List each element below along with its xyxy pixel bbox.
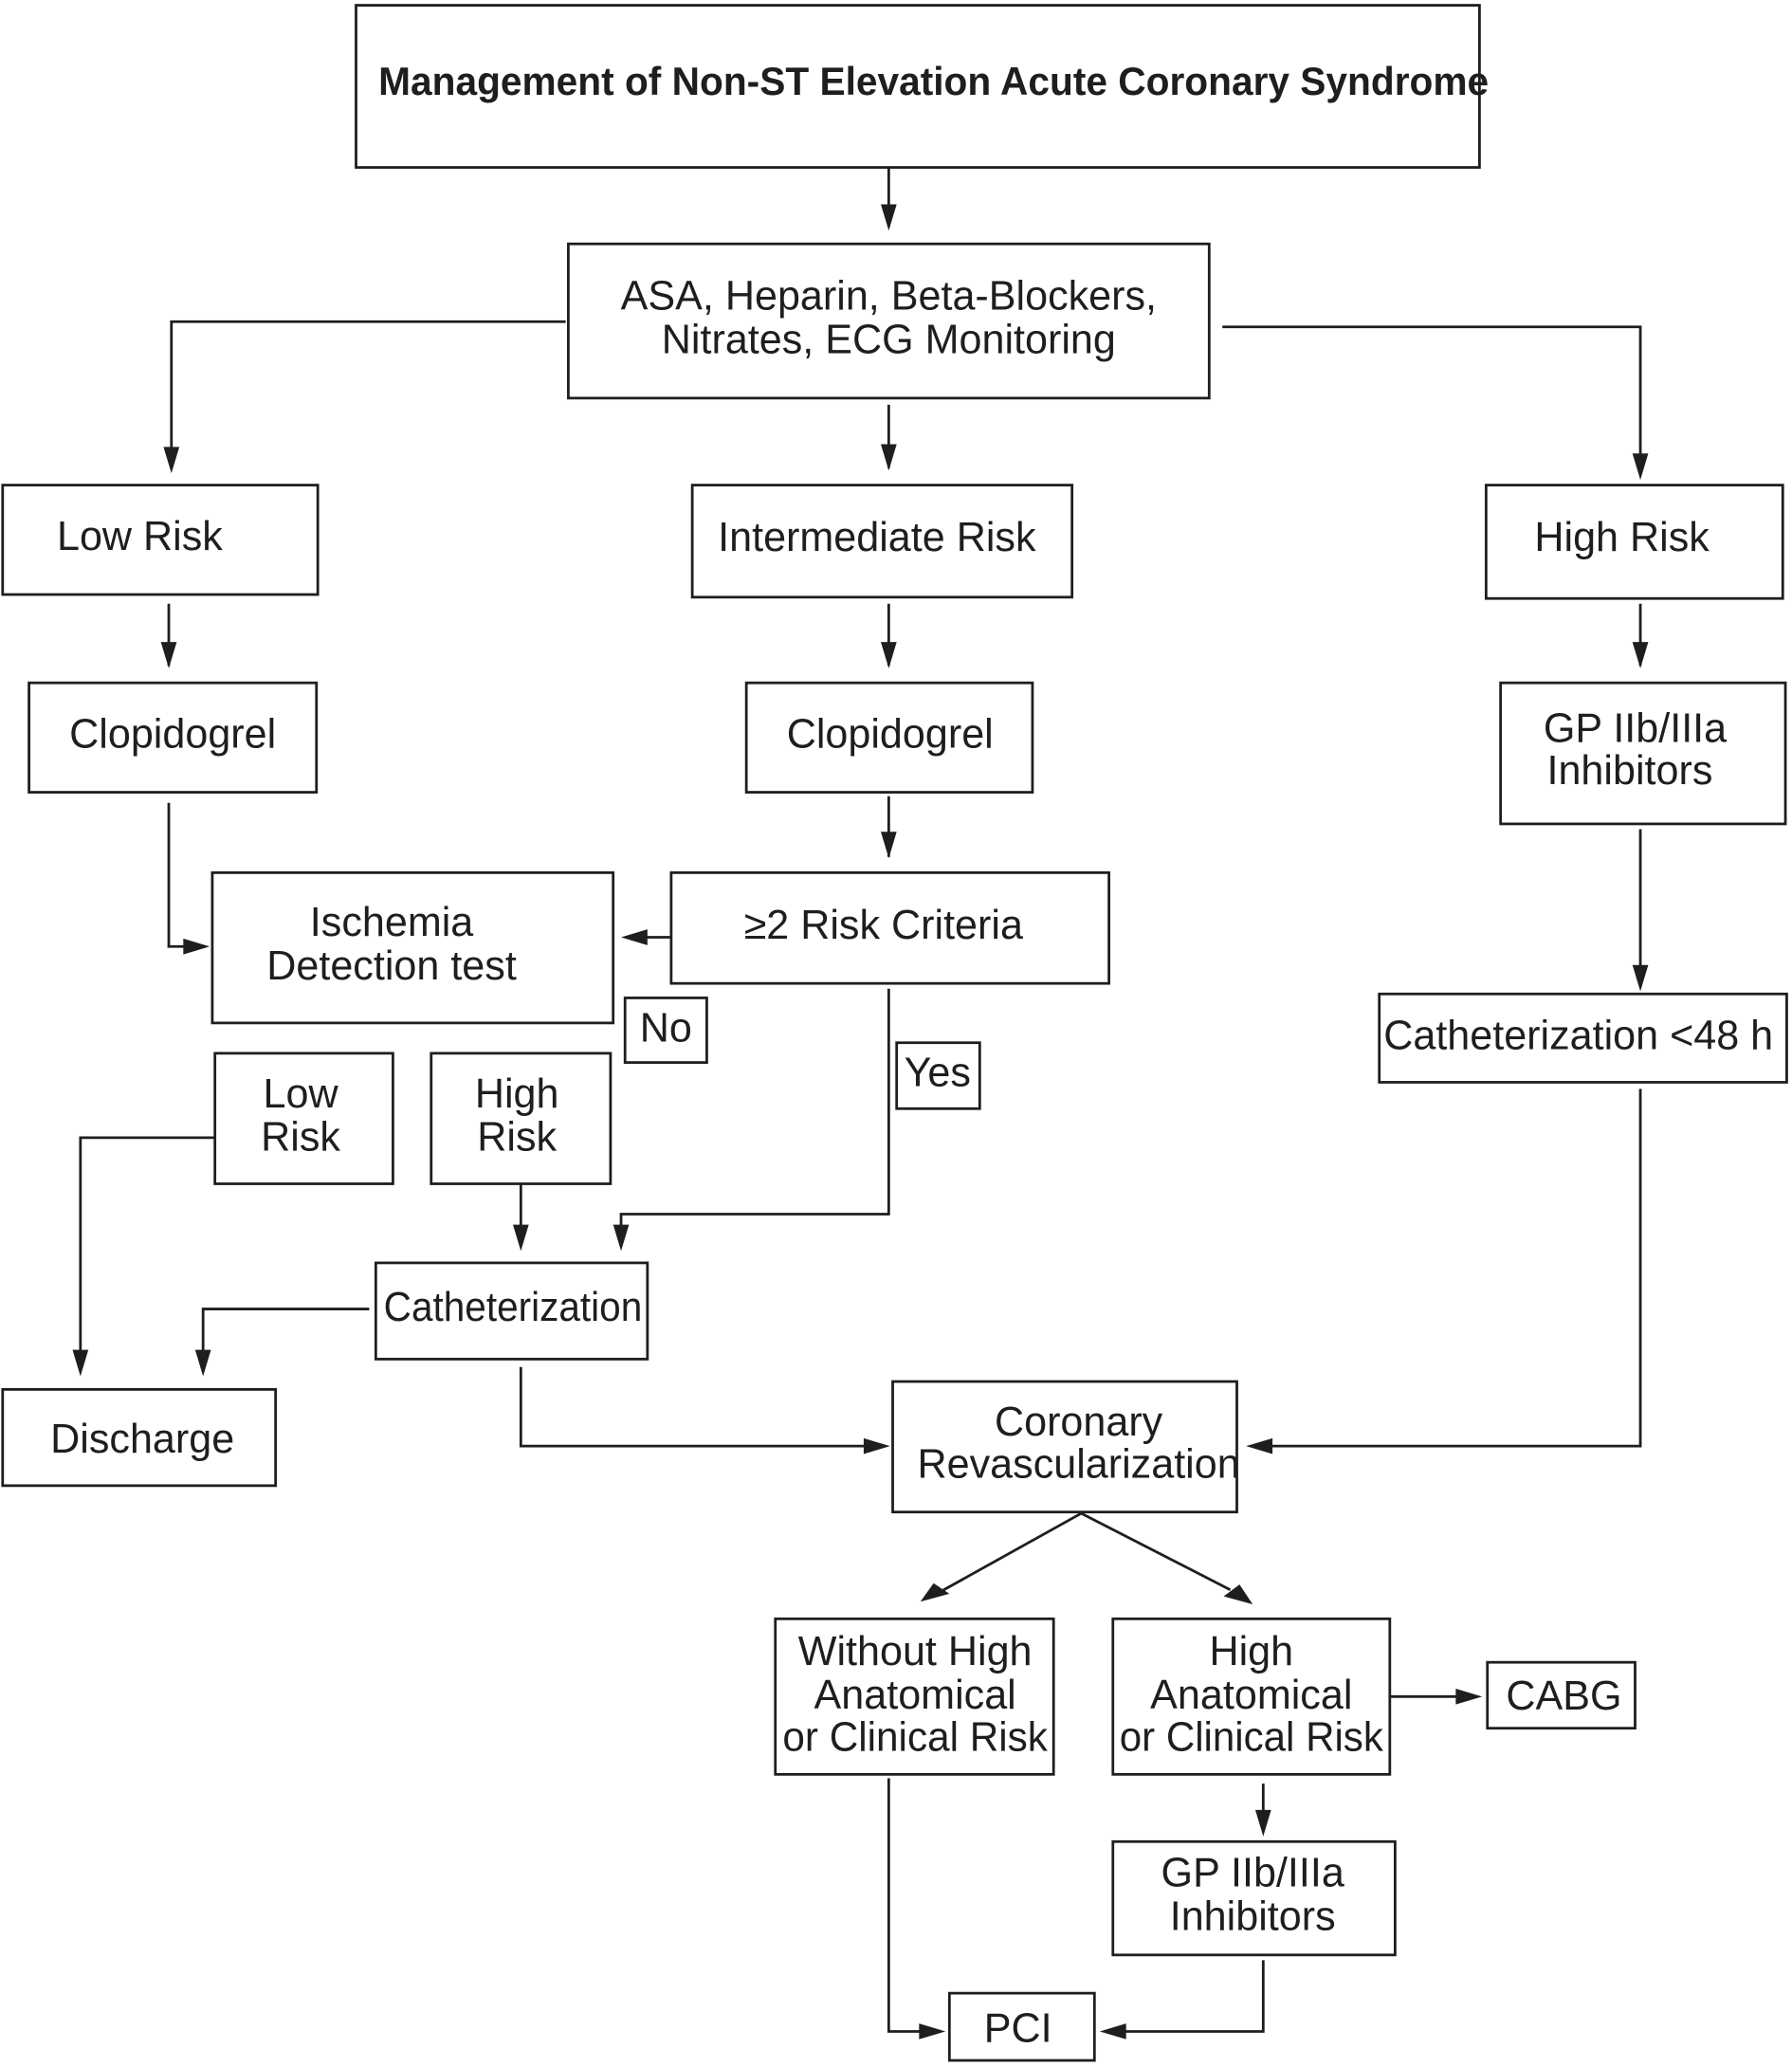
arrowhead-icon [881, 642, 897, 668]
ischemia-test-line-2: Detection test [266, 943, 517, 989]
test-low-risk-line-1: Low [264, 1071, 339, 1117]
test-high-risk-line-1: High [475, 1071, 559, 1117]
coronary-revascularization-line-2: Revascularization [918, 1442, 1240, 1488]
initial-therapy-box: ASA, Heparin, Beta-Blockers, Nitrates, E… [567, 242, 1211, 400]
discharge-box: Discharge [1, 1387, 278, 1488]
arrowhead-icon [881, 832, 897, 859]
arrowhead-icon [194, 1349, 211, 1377]
high-anatomical-risk-line-2: Anatomical [1150, 1673, 1352, 1718]
arrowhead-icon [881, 444, 897, 471]
gp-inhibitors-bottom-line-1: GP IIb/IIIa [1161, 1851, 1344, 1896]
connector-catheterization-48h-to-revascularization [1270, 1088, 1642, 1448]
connector-gp-bottom-to-pci [1122, 1960, 1265, 2033]
without-high-risk-line-3: or Clinical Risk [782, 1714, 1048, 1760]
test-high-risk-line-2: Risk [477, 1115, 557, 1161]
ischemia-test-box: Ischemia Detection test [210, 870, 615, 1025]
intermediate-risk-label: Intermediate Risk [718, 515, 1036, 560]
connectors [79, 167, 1642, 2033]
arrowhead-icon [1455, 1688, 1483, 1705]
arrowheads [72, 204, 1649, 2040]
risk-criteria-box: ≥2 Risk Criteria [669, 870, 1110, 985]
cabg-label: CABG [1506, 1674, 1621, 1719]
risk-criteria-label: ≥2 Risk Criteria [744, 903, 1023, 948]
clopidogrel-low-label: Clopidogrel [69, 711, 276, 757]
arrowhead-icon [183, 938, 210, 955]
catheterization-48h-box: Catheterization <48 h [1378, 992, 1788, 1084]
arrowhead-icon [1632, 964, 1649, 992]
arrowhead-icon [72, 1349, 89, 1377]
no-branch-label: No [640, 1005, 692, 1051]
arrowhead-icon [1099, 2023, 1126, 2040]
connector-catheterization-to-discharge [201, 1308, 370, 1359]
gp-inhibitors-bottom-box: GP IIb/IIIa Inhibitors [1111, 1839, 1397, 1957]
pci-label: PCI [984, 2006, 1052, 2052]
clopidogrel-intermediate-box: Clopidogrel [744, 681, 1034, 794]
arrowhead-icon [919, 2023, 946, 2040]
connector-risk-criteria-to-catheterization [619, 988, 890, 1233]
high-risk-box: High Risk [1484, 484, 1784, 600]
connector-revascularization-to-high-anatomical-risk [1080, 1511, 1232, 1591]
high-anatomical-risk-line-1: High [1209, 1629, 1293, 1674]
intermediate-risk-box: Intermediate Risk [690, 484, 1074, 599]
arrowhead-icon [920, 1582, 950, 1602]
catheterization-box: Catheterization [374, 1261, 649, 1361]
test-low-risk-line-2: Risk [261, 1115, 340, 1161]
without-high-risk-line-1: Without High [798, 1629, 1033, 1674]
connector-without-high-risk-to-pci [887, 1778, 926, 2033]
without-high-risk-box: Without High Anatomical or Clinical Risk [774, 1617, 1055, 1776]
catheterization-48h-label: Catheterization <48 h [1383, 1014, 1773, 1059]
ischemia-test-line-1: Ischemia [310, 900, 473, 945]
connector-catheterization-to-revascularization [519, 1366, 867, 1448]
test-high-risk-box: High Risk [430, 1052, 613, 1185]
title-box: Management of Non-ST Elevation Acute Cor… [355, 4, 1489, 169]
no-branch-label-box: No [623, 997, 708, 1064]
gp-inhibitors-top-line-1: GP IIb/IIIa [1544, 706, 1727, 752]
arrowhead-icon [1254, 1809, 1271, 1837]
high-anatomical-risk-box: High Anatomical or Clinical Risk [1111, 1617, 1392, 1776]
clopidogrel-intermediate-label: Clopidogrel [787, 711, 994, 757]
catheterization-label: Catheterization [384, 1285, 643, 1330]
initial-therapy-line-2: Nitrates, ECG Monitoring [662, 318, 1116, 363]
yes-branch-label-box: Yes [895, 1041, 981, 1110]
high-risk-label: High Risk [1534, 515, 1710, 560]
low-risk-label: Low Risk [57, 514, 223, 559]
arrowhead-icon [1632, 642, 1649, 668]
arrowhead-icon [1632, 453, 1649, 481]
connector-revascularization-to-without-high-risk [941, 1511, 1083, 1593]
arrowhead-icon [160, 642, 177, 668]
arrowhead-icon [1246, 1437, 1273, 1454]
discharge-label: Discharge [50, 1417, 234, 1462]
coronary-revascularization-box: Coronary Revascularization [891, 1380, 1240, 1514]
without-high-risk-line-2: Anatomical [814, 1673, 1016, 1718]
connector-test-low-risk-to-discharge [79, 1136, 215, 1359]
arrowhead-icon [512, 1224, 529, 1252]
low-risk-box: Low Risk [1, 484, 320, 596]
pci-box: PCI [947, 1991, 1096, 2062]
arrowhead-icon [1223, 1584, 1253, 1605]
gp-inhibitors-top-box: GP IIb/IIIa Inhibitors [1499, 681, 1787, 826]
connector-therapy-to-low-risk [170, 320, 566, 468]
yes-branch-label: Yes [905, 1051, 971, 1096]
arrowhead-icon [863, 1437, 890, 1454]
clopidogrel-low-box: Clopidogrel [27, 681, 319, 794]
arrowhead-icon [881, 204, 897, 231]
connector-clopidogrel-to-ischemia-test [167, 802, 198, 948]
arrowhead-icon [621, 929, 648, 945]
gp-inhibitors-bottom-line-2: Inhibitors [1170, 1893, 1336, 1939]
diagram-title: Management of Non-ST Elevation Acute Cor… [378, 59, 1489, 103]
test-low-risk-box: Low Risk [213, 1052, 394, 1185]
initial-therapy-line-1: ASA, Heparin, Beta-Blockers, [621, 274, 1157, 320]
arrowhead-icon [163, 447, 180, 474]
coronary-revascularization-line-1: Coronary [995, 1399, 1163, 1445]
connector-therapy-to-high-risk [1222, 325, 1642, 475]
cabg-box: CABG [1486, 1660, 1637, 1730]
high-anatomical-risk-line-3: or Clinical Risk [1120, 1714, 1384, 1760]
gp-inhibitors-top-line-2: Inhibitors [1546, 748, 1712, 794]
arrowhead-icon [613, 1224, 630, 1252]
